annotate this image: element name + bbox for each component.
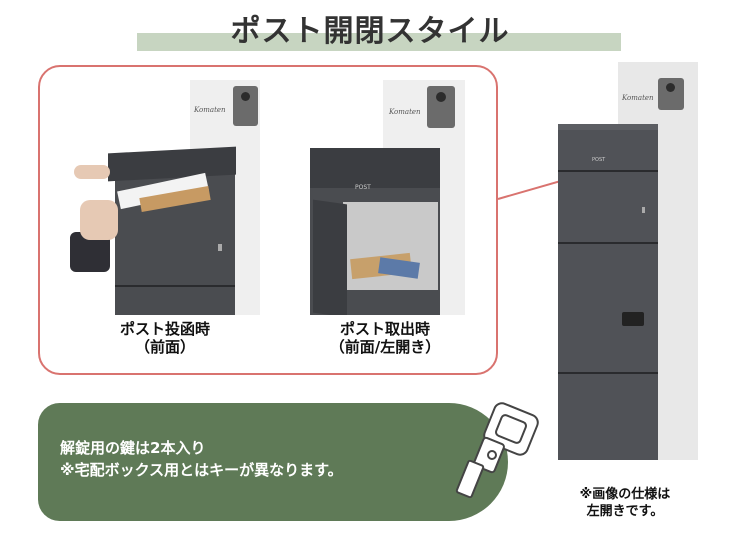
keyhole-icon [642, 207, 645, 213]
post-lid [310, 148, 440, 188]
caption-take-out: ポスト取出時 （前面/左開き） [300, 320, 470, 356]
hand-lifting-lid [74, 165, 110, 179]
post-label: POST [592, 157, 606, 163]
brand-logo: Komaten [622, 94, 654, 102]
image-spec-line1: ※画像の仕様は [579, 487, 671, 502]
intercom-camera-icon [241, 92, 250, 101]
intercom-camera-icon [666, 83, 675, 92]
caption-take-out-line1: ポスト取出時 [339, 320, 430, 338]
brand-logo: Komaten [194, 106, 226, 114]
usage-photos-frame [38, 65, 498, 375]
post-tower [558, 124, 658, 460]
photo-take-out-mail: Komaten POST [305, 80, 465, 315]
intercom-icon [427, 86, 455, 128]
caption-insert-line1: ポスト投函時 [119, 320, 210, 338]
intercom-icon [233, 86, 258, 126]
door-open-left [313, 199, 347, 315]
post-door-seam [558, 242, 658, 244]
keyhole-icon [218, 244, 222, 251]
brand-logo: Komaten [389, 108, 421, 116]
key-icon [455, 402, 539, 499]
caption-take-out-line2: （前面/左開き） [329, 338, 441, 356]
intercom-icon [658, 78, 684, 110]
image-spec-line2: 左開きです。 [586, 504, 664, 519]
intercom-camera-icon [436, 92, 446, 102]
door-seam [115, 285, 235, 287]
key-info-line1: 解錠用の鍵は2本入り [60, 439, 206, 457]
photo-insert-mail: Komaten [70, 80, 260, 315]
caption-insert: ポスト投函時 （前面） [80, 320, 250, 356]
tower-top-edge [558, 124, 658, 130]
product-main-image: Komaten POST [550, 62, 700, 462]
key-info-line2: ※宅配ボックス用とはキーが異なります。 [60, 461, 343, 479]
key-info-banner [38, 403, 508, 521]
hand-holding-mail [80, 200, 118, 240]
tower-bottom-seam [558, 372, 658, 374]
page-title: ポスト開閉スタイル [230, 14, 510, 49]
image-spec-note: ※画像の仕様は 左開きです。 [540, 486, 710, 520]
title-underline-band [137, 33, 621, 51]
caption-insert-line2: （前面） [134, 338, 195, 356]
delivery-box-keypad-icon [622, 312, 644, 326]
post-label: POST [355, 184, 371, 191]
key-info-text: 解錠用の鍵は2本入り ※宅配ボックス用とはキーが異なります。 [60, 437, 343, 481]
post-lid-seam [558, 170, 658, 172]
